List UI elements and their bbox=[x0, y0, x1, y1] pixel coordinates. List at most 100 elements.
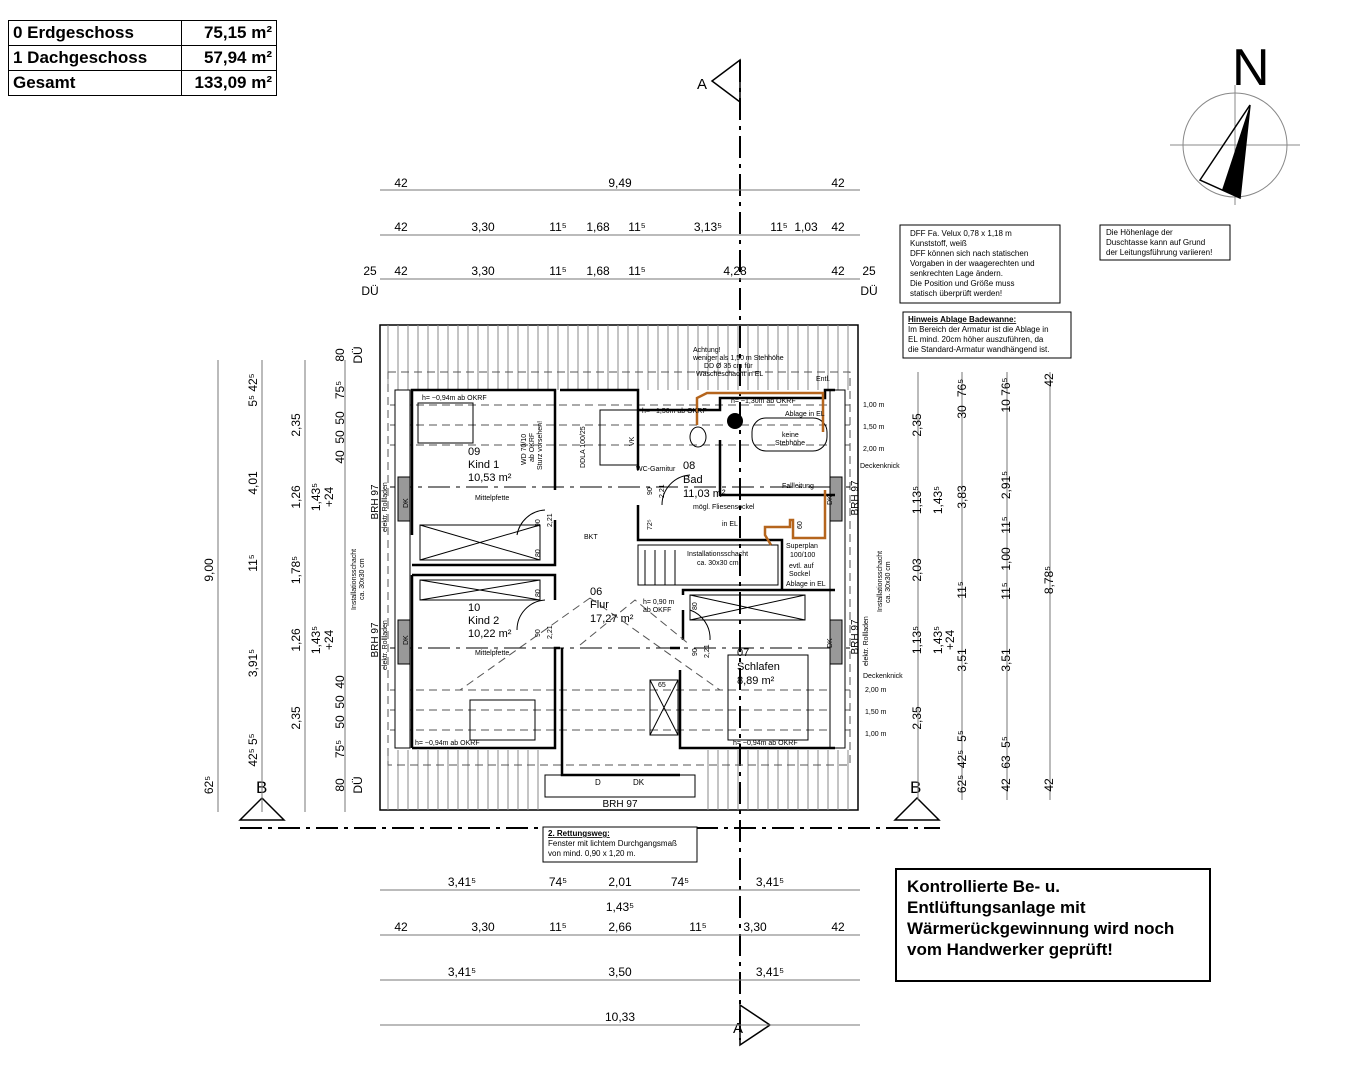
dimension-label: 3,30 bbox=[471, 220, 495, 234]
ablage-label: Ablage in EL bbox=[786, 581, 826, 588]
note-line: Im Bereich der Armatur ist die Ablage in bbox=[908, 325, 1049, 334]
achtung-note: DD Ø 35 cm für bbox=[704, 363, 753, 370]
dimension-label: 50 bbox=[333, 695, 347, 709]
height-mark: 1,50 m bbox=[865, 709, 887, 716]
height-note: h= ~0,94m ab OKRF bbox=[422, 395, 487, 402]
brh-label: BRH 97 bbox=[602, 799, 637, 810]
dimension-label: 11⁵ bbox=[999, 582, 1013, 599]
dimension-label: 2,03 bbox=[910, 558, 924, 582]
height-note: h= ~0,94m ab OKRF bbox=[415, 740, 480, 747]
floor-area: 57,94 m² bbox=[181, 45, 277, 71]
dimension-label: 1,68 bbox=[586, 264, 610, 278]
height-note: h= ~1,30m ab OKRF bbox=[731, 398, 796, 405]
dimension-label: 74⁵ bbox=[671, 875, 689, 889]
dimension-label: 80 bbox=[333, 348, 347, 362]
dimension-label: DÜ bbox=[351, 346, 365, 363]
dimension-label: 9,00 bbox=[202, 558, 216, 582]
dimension-label: 25 bbox=[862, 264, 876, 278]
door-width: 60 bbox=[797, 521, 804, 529]
dimension-label: DÜ bbox=[351, 776, 365, 793]
ventilation-icon bbox=[727, 413, 743, 429]
north-label: N bbox=[1232, 39, 1270, 97]
note-line: DFF können sich nach statischen bbox=[910, 249, 1028, 258]
mittelpfette-label: Mittelpfette bbox=[475, 495, 509, 502]
dimension-label: 42⁵ bbox=[955, 750, 969, 768]
dim-label: 65 bbox=[658, 682, 666, 689]
h090-label: ab OKFF bbox=[643, 607, 671, 614]
dimension-label: +24 bbox=[322, 629, 336, 650]
dimension-label: 1,43⁵ bbox=[309, 626, 323, 654]
plan-annotations: h= ~0,94m ab OKRF h= ~0,94m ab OKRF h= ~… bbox=[351, 347, 903, 810]
dimension-label: 11⁵ bbox=[549, 920, 566, 934]
dimension-label: 5⁵ bbox=[999, 736, 1013, 748]
note-dusche: Die Höhenlage der Duschtasse kann auf Gr… bbox=[1099, 224, 1231, 261]
note-badewanne: Hinweis Ablage Badewanne: Im Bereich der… bbox=[902, 311, 1072, 359]
door-height: 2,21 bbox=[547, 625, 554, 639]
door-width: 90 bbox=[647, 487, 654, 495]
section-a-marker-icon bbox=[710, 58, 741, 104]
height-note: h= ~0,94m ab OKRF bbox=[733, 740, 798, 747]
roof-outline bbox=[379, 324, 859, 811]
dimension-label: 50 bbox=[333, 715, 347, 729]
floor-name: 0 Erdgeschoss bbox=[8, 20, 182, 46]
door-width: 80 bbox=[535, 589, 542, 597]
dimension-label: 1,78⁵ bbox=[289, 556, 303, 584]
dimension-label: 42 bbox=[831, 220, 845, 234]
room-area: 10,22 m² bbox=[468, 628, 512, 640]
section-b-marker-icon bbox=[893, 796, 941, 821]
room-bad: 08 Bad 11,03 m² bbox=[683, 460, 726, 500]
dimension-label: 62⁵ bbox=[955, 775, 969, 793]
dimension-label: 1,26 bbox=[289, 485, 303, 509]
dimension-label: 1,13⁵ bbox=[910, 626, 924, 654]
dimension-label: 75⁵ bbox=[333, 740, 347, 758]
room-name: Schlafen bbox=[737, 661, 780, 673]
room-area: 17,27 m² bbox=[590, 613, 634, 625]
dimension-label: 3,50 bbox=[608, 965, 632, 979]
tub-label: keine bbox=[782, 432, 799, 439]
dimension-label: +24 bbox=[943, 629, 957, 650]
section-b-marker-icon bbox=[238, 796, 286, 821]
height-mark: 1,00 m bbox=[865, 731, 887, 738]
dimension-label: 74⁵ bbox=[549, 875, 567, 889]
dimension-label: 40 bbox=[333, 450, 347, 464]
note-kwl: Kontrollierte Be- u. Entlüftungsanlage m… bbox=[895, 868, 1211, 982]
room-number: 08 bbox=[683, 460, 695, 472]
dimension-label: 2,66 bbox=[608, 920, 632, 934]
height-mark: 1,00 m bbox=[863, 402, 885, 409]
dimension-label: 50 bbox=[333, 430, 347, 444]
note-dff: DFF Fa. Velux 0,78 x 1,18 m Kunststoff, … bbox=[899, 224, 1061, 304]
schacht-label: ca. 30x30 cm bbox=[885, 561, 892, 603]
dimension-label: +24 bbox=[322, 486, 336, 507]
dimension-label: 11⁵ bbox=[246, 554, 260, 571]
dimension-label: 62⁵ bbox=[202, 776, 216, 794]
dimension-label: 3,41⁵ bbox=[756, 965, 784, 979]
note-title: Hinweis Ablage Badewanne: bbox=[908, 315, 1016, 324]
dimension-label: 11⁵ bbox=[770, 220, 787, 234]
room-name: Kind 1 bbox=[468, 459, 499, 471]
dimension-label: 11⁵ bbox=[628, 264, 645, 278]
room-number: 07 bbox=[737, 647, 749, 659]
dimension-label: DÜ bbox=[361, 284, 378, 298]
room-schlafen: 07 Schlafen 8,89 m² bbox=[737, 647, 780, 687]
note-line: Die Höhenlage der bbox=[1106, 228, 1173, 237]
dimension-label: 42 bbox=[394, 264, 408, 278]
north-arrow-icon: N bbox=[1170, 39, 1300, 205]
fliesensockel-label: mögl. Fliesensockel bbox=[693, 504, 755, 511]
schacht-label: ca. 30x30 cm bbox=[359, 558, 366, 600]
dimension-label: 2,35 bbox=[289, 413, 303, 437]
rollladen-label: elektr. Rollladen bbox=[382, 620, 389, 670]
dimension-label: 40 bbox=[333, 675, 347, 689]
height-mark: 2,00 m bbox=[865, 687, 887, 694]
dimension-label: 2,35 bbox=[910, 413, 924, 437]
note-line: senkrechten Lage ändern. bbox=[910, 269, 1003, 278]
room-name: Bad bbox=[683, 474, 703, 486]
dimension-label: 3,13⁵ bbox=[694, 220, 722, 234]
note-line: der Leitungsführung variieren! bbox=[1106, 248, 1212, 257]
achtung-note: Wäscheschacht in EL bbox=[696, 371, 763, 378]
dimension-label: 3,41⁵ bbox=[448, 875, 476, 889]
section-a-label: A bbox=[733, 1020, 743, 1037]
note-line: Fenster mit lichtem Durchgangsmaß bbox=[548, 839, 677, 848]
room-name: Kind 2 bbox=[468, 615, 499, 627]
h090-label: h= 0,90 m bbox=[643, 599, 674, 606]
